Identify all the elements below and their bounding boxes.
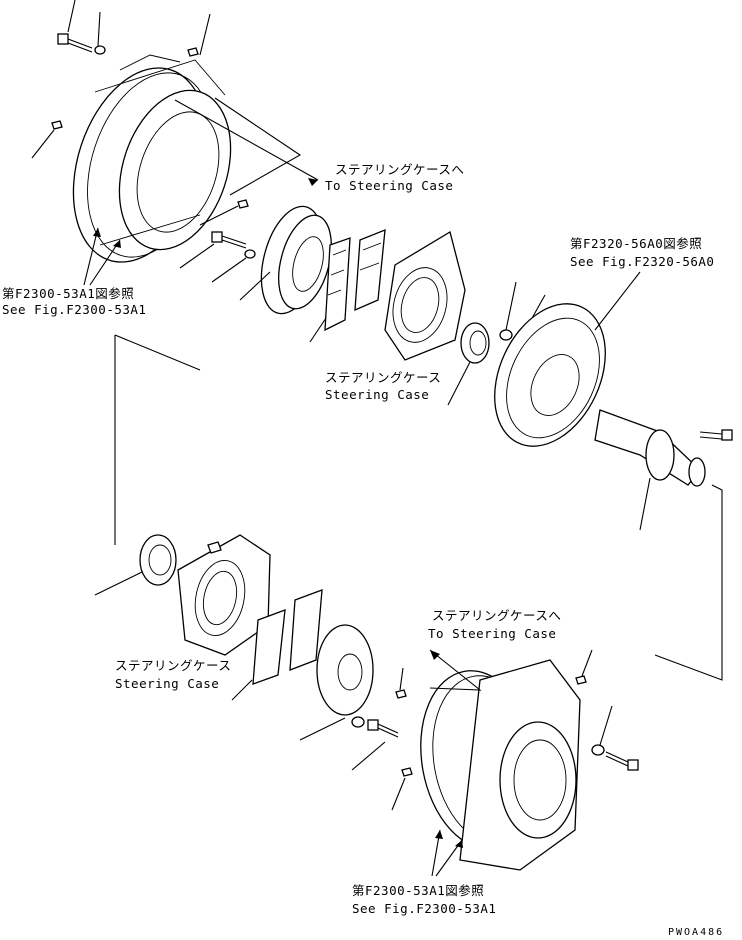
bottom-bearing-flange [316,624,374,716]
top-pin [187,47,199,57]
label-steering-case-left-jp: ステアリングケース [115,658,231,673]
label-steering-case-to-top-en: To Steering Case [325,178,453,193]
label-steering-case-to-bottom-jp: ステアリングケースへ [432,608,561,623]
label-steering-case-to-bottom-en: To Steering Case [428,626,556,641]
top-steering-case-cover [384,230,466,361]
label-steering-case-mid-en: Steering Case [325,387,429,402]
label-steering-case-left-en: Steering Case [115,676,219,691]
left-pin [51,120,63,130]
bottom-pin-a [395,689,407,699]
assembly-connector-line [114,334,201,545]
bottom-right-washer [591,744,605,756]
label-see-fig-bottom-en: See Fig.F2300-53A1 [352,901,496,916]
top-nut [499,329,513,341]
label-see-fig-bottom-jp: 第F2300-53A1図参照 [352,883,484,898]
top-brake-housing [72,54,232,263]
bottom-bearing [139,534,177,586]
top-bearing-flange [260,205,332,315]
top-side-bolt [211,231,247,249]
final-drive-sprocket [494,303,606,447]
bottom-pin-b [575,675,587,685]
drive-shaft [594,409,706,487]
top-shim-plates [324,228,386,332]
top-bolt [57,33,93,53]
bottom-pin-c [401,767,413,777]
label-see-fig-right-en: See Fig.F2320-56A0 [570,254,714,269]
bottom-brake-housing [420,659,581,871]
label-see-fig-topleft-jp: 第F2300-53A1図参照 [2,286,134,301]
label-see-fig-topleft-en: See Fig.F2300-53A1 [2,302,146,317]
top-bolt-leader [67,0,211,56]
top-washer [94,45,106,55]
label-steering-case-to-top-jp: ステアリングケースへ [335,162,464,177]
bottom-shim-plates [252,589,323,685]
shaft-bolt [699,429,733,441]
drawing-code: PWOA486 [668,927,724,938]
label-steering-case-mid-jp: ステアリングケース [325,370,441,385]
bottom-washer [351,716,365,728]
top-bearing [460,322,490,364]
bottom-bolt [367,719,399,738]
label-see-fig-right-jp: 第F2320-56A0図参照 [570,236,702,251]
bottom-right-bolt [605,751,639,771]
top-housing-arrow-leader [214,97,302,196]
